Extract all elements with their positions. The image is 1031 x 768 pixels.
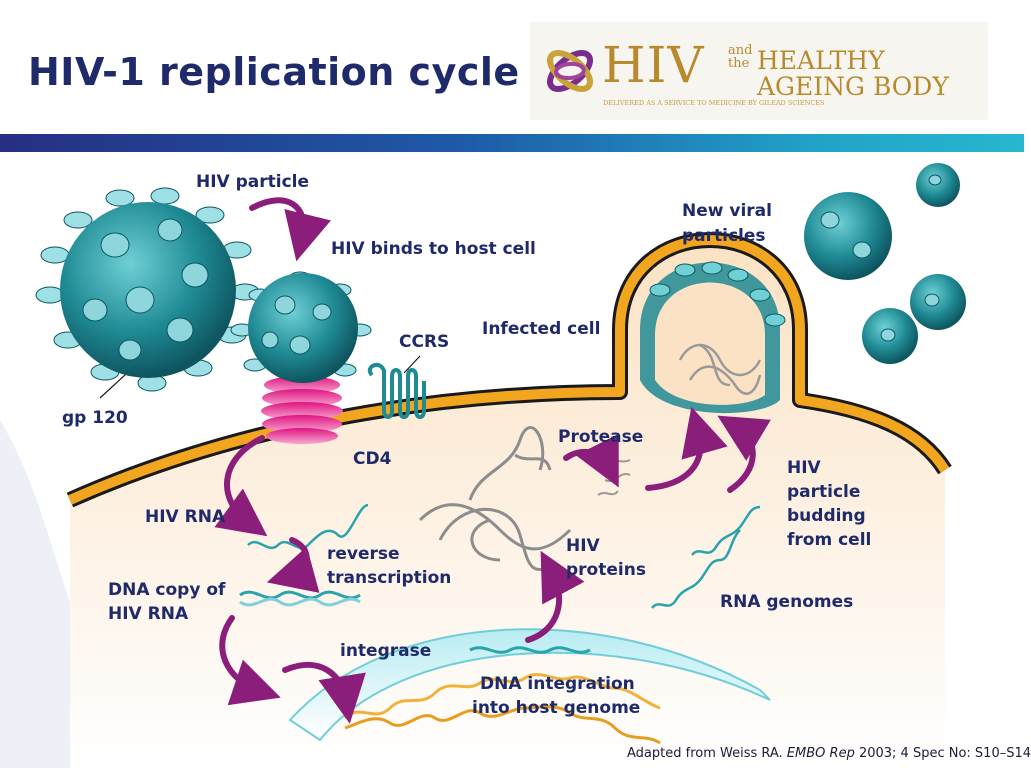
- label-hiv-rna: HIV RNA: [145, 507, 226, 527]
- label-ccrs: CCRS: [399, 332, 450, 352]
- label-integrase: integrase: [340, 641, 432, 661]
- label-hiv-proteins-1: HIV: [566, 536, 600, 556]
- arrow-particle-to-binding: [249, 197, 331, 262]
- hiv-particle-bound: [230, 271, 372, 383]
- label-new-viral-1: New viral: [682, 201, 772, 221]
- logo: HIV and the HEALTHY AGEING BODY DELIVERE…: [530, 22, 988, 120]
- label-hiv-proteins-2: proteins: [566, 560, 646, 580]
- arrow-integrase: [282, 661, 366, 724]
- label-rna-genomes: RNA genomes: [720, 592, 854, 612]
- label-budding-3: budding: [787, 506, 866, 526]
- label-reverse-2: transcription: [327, 568, 452, 588]
- logo-and-text: and the: [728, 43, 753, 71]
- logo-healthy-text: HEALTHY: [757, 46, 885, 75]
- ccrs-leader: [403, 355, 421, 374]
- label-hiv-particle: HIV particle: [196, 172, 310, 192]
- logo-ageing-text: AGEING BODY: [757, 72, 949, 101]
- label-budding-4: from cell: [787, 530, 872, 550]
- arrow-reverse-transcription: [266, 537, 320, 593]
- nucleus-envelope: [288, 628, 771, 742]
- arrow-protein-synthesis: [525, 550, 585, 643]
- rna-genome-strand-1: [651, 529, 741, 609]
- label-infected-cell: Infected cell: [482, 319, 601, 339]
- hiv-particle-large: [35, 187, 260, 392]
- label-integration-1: DNA integration: [480, 674, 635, 694]
- label-dna-copy-1: DNA copy of: [108, 580, 226, 600]
- background-swoosh: [0, 420, 150, 768]
- label-hiv-binds: HIV binds to host cell: [331, 239, 536, 259]
- label-budding-2: particle: [787, 482, 861, 502]
- label-cd4: CD4: [353, 449, 392, 469]
- arrow-entry: [214, 435, 268, 537]
- logo-hiv-text: HIV: [602, 36, 705, 94]
- citation: Adapted from Weiss RA. EMBO Rep 2003; 4 …: [627, 746, 1031, 761]
- label-budding-1: HIV: [787, 458, 821, 478]
- ribbon-logo-icon: [547, 50, 593, 92]
- host-genome-dna: [343, 646, 661, 745]
- citation-suffix: 2003; 4 Spec No: S10–S14: [854, 746, 1031, 761]
- arrow-to-nucleus: [219, 615, 281, 706]
- label-integration-2: into host genome: [472, 698, 641, 718]
- new-viral-particles: [804, 163, 966, 364]
- budding-spikes: [649, 261, 786, 327]
- header-band: [0, 134, 1024, 152]
- label-dna-copy-2: HIV RNA: [108, 604, 189, 624]
- cd4-receptor: [261, 376, 343, 444]
- protein-tangle-large: [418, 426, 572, 571]
- ccr5-coreceptor: [367, 362, 426, 419]
- label-gp120: gp 120: [62, 408, 128, 428]
- arrow-assembly: [645, 406, 728, 491]
- citation-journal: EMBO Rep: [786, 746, 855, 761]
- citation-prefix: Adapted from Weiss RA.: [627, 746, 787, 761]
- dna-copy-helix: [239, 590, 361, 607]
- label-protease: Protease: [558, 427, 644, 447]
- label-reverse-1: reverse: [327, 544, 400, 564]
- arrow-protease: [563, 433, 619, 488]
- slide-title: HIV-1 replication cycle: [28, 50, 520, 94]
- logo-subline: DELIVERED AS A SERVICE TO MEDICINE BY GI…: [603, 99, 825, 107]
- budding-rna-tangle: [678, 343, 762, 395]
- arrow-budding: [717, 415, 771, 493]
- process-arrows: [214, 197, 771, 724]
- label-new-viral-2: particles: [682, 226, 766, 246]
- rna-genome-strand-2: [691, 505, 761, 556]
